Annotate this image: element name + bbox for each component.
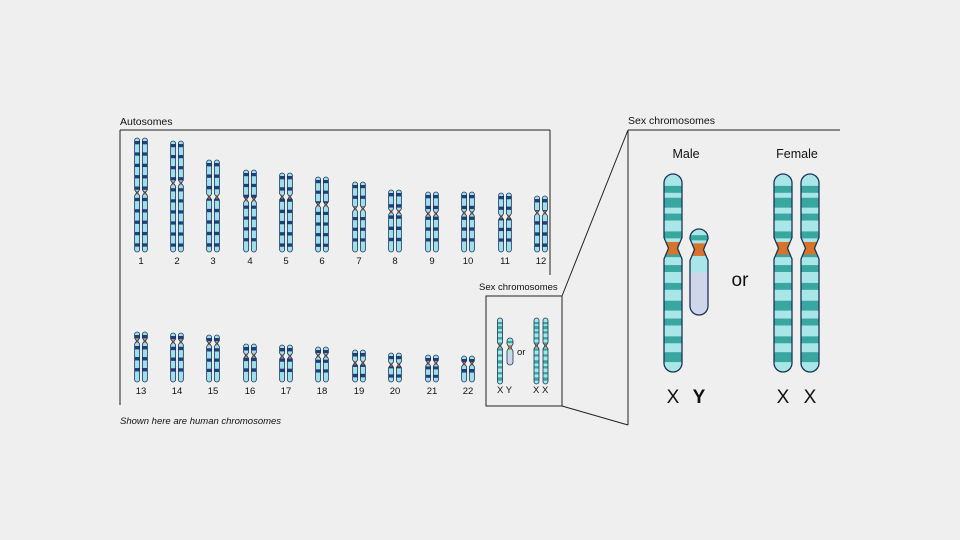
autosome-chromosome: [134, 137, 141, 253]
autosome-chromosome: [425, 191, 432, 253]
small-or-label: or: [517, 347, 525, 358]
chromosome-label: 5: [283, 256, 288, 267]
autosome-chromosome: [141, 331, 148, 383]
row1-labels: 1 2 3 4 5 6 7 8 9 10 11 12: [138, 256, 546, 267]
small-x-chromosome: [497, 317, 503, 385]
autosome-chromosome: [534, 195, 541, 253]
autosome-chromosome: [359, 181, 366, 253]
autosome-chromosome: [170, 140, 177, 253]
autosome-chromosome: [541, 195, 548, 253]
autosome-chromosome: [352, 181, 359, 253]
female-x1-label: X: [777, 387, 790, 408]
chromosome-label: 15: [208, 386, 219, 397]
male-x-label: X: [667, 387, 680, 408]
autosome-chromosome: [425, 354, 432, 383]
chromosome-label: 21: [427, 386, 438, 397]
chromosome-label: 17: [281, 386, 292, 397]
autosome-chromosome: [498, 192, 505, 253]
row2-labels: 13 14 15 16 17 18 19 20 21 22: [136, 386, 474, 397]
autosome-chromosome: [286, 172, 293, 253]
autosome-chromosome: [505, 192, 512, 253]
autosome-chromosome: [461, 191, 468, 253]
chromosome-layer: [134, 137, 820, 385]
autosome-chromosome: [206, 159, 213, 253]
autosome-chromosome: [279, 344, 286, 383]
female-heading: Female: [776, 147, 818, 161]
small-y-chromosome: [506, 337, 514, 366]
small-female-x-chromosome: [542, 317, 549, 385]
chromosome-label: 11: [500, 256, 510, 267]
detail-y-chromosome: [689, 228, 709, 316]
chromosome-label: 4: [247, 256, 252, 267]
footnote: Shown here are human chromosomes: [120, 416, 281, 427]
autosome-chromosome: [395, 352, 402, 383]
female-x2-label: X: [804, 387, 817, 408]
autosome-chromosome: [250, 343, 257, 383]
autosome-chromosome: [388, 352, 395, 383]
chromosome-label: 16: [245, 386, 256, 397]
autosome-chromosome: [170, 332, 177, 383]
small-female-label: X X: [533, 385, 549, 396]
autosome-chromosome: [177, 140, 184, 253]
chromosome-label: 18: [317, 386, 328, 397]
autosome-chromosome: [468, 191, 475, 253]
autosome-chromosome: [206, 334, 213, 383]
autosome-chromosome: [213, 334, 220, 383]
autosome-chromosome: [395, 189, 402, 253]
autosome-chromosome: [315, 346, 322, 383]
autosome-chromosome: [432, 354, 439, 383]
detail-male-x-chromosome: [663, 173, 683, 373]
chromosome-label: 8: [392, 256, 397, 267]
sex-chromosomes-title: Sex chromosomes: [628, 115, 715, 127]
autosome-chromosome: [468, 355, 475, 383]
chromosome-label: 14: [172, 386, 183, 397]
autosome-chromosome: [352, 349, 359, 383]
chromosome-label: 6: [319, 256, 324, 267]
detail-or-label: or: [732, 270, 750, 291]
chromosome-label: 9: [429, 256, 434, 267]
small-female-x-chromosome: [533, 317, 540, 385]
chromosome-label: 10: [463, 256, 474, 267]
small-male-label: X Y: [497, 385, 513, 396]
autosome-chromosome: [461, 355, 468, 383]
chromosome-label: 3: [210, 256, 215, 267]
sex-box-label: Sex chromosomes: [479, 282, 558, 293]
autosomes-title: Autosomes: [120, 116, 173, 128]
detail-female-x-chromosome: [800, 173, 820, 373]
frame-lines: [119, 129, 840, 426]
chromosome-label: 1: [138, 256, 143, 267]
autosome-chromosome: [315, 176, 322, 253]
chromosome-label: 13: [136, 386, 147, 397]
autosome-chromosome: [322, 346, 329, 383]
chromosome-label: 22: [463, 386, 474, 397]
autosome-chromosome: [243, 169, 250, 253]
autosome-chromosome: [388, 189, 395, 253]
autosome-chromosome: [250, 169, 257, 253]
chromosome-label: 12: [536, 256, 547, 267]
autosome-chromosome: [134, 331, 141, 383]
autosome-chromosome: [286, 344, 293, 383]
autosome-chromosome: [322, 176, 329, 253]
autosome-chromosome: [243, 343, 250, 383]
autosome-chromosome: [432, 191, 439, 253]
chromosome-label: 19: [354, 386, 365, 397]
chromosome-label: 7: [356, 256, 361, 267]
autosome-chromosome: [177, 332, 184, 383]
autosome-chromosome: [213, 159, 220, 253]
male-y-label: Y: [693, 387, 706, 408]
autosome-chromosome: [359, 349, 366, 383]
chromosome-label: 2: [174, 256, 179, 267]
detail-female-x-chromosome: [773, 173, 793, 373]
autosome-chromosome: [279, 172, 286, 253]
autosome-chromosome: [141, 137, 148, 253]
male-heading: Male: [672, 147, 699, 161]
chromosome-label: 20: [390, 386, 401, 397]
